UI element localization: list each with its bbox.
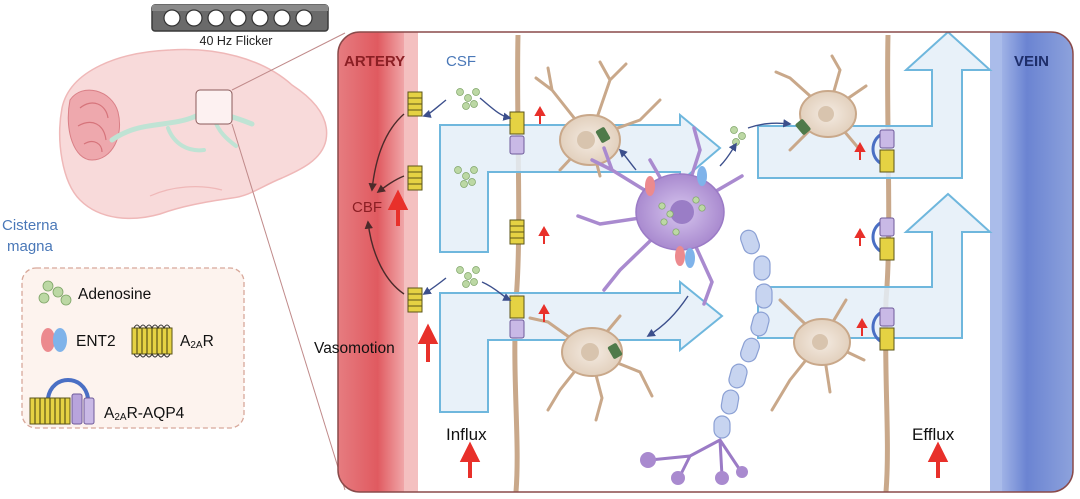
- neuron-right-top: [774, 54, 868, 152]
- legend-box: [21, 267, 245, 429]
- legend-adenosine-label: Adenosine: [78, 286, 151, 303]
- legend-a2ar-label: A2AR: [180, 333, 214, 351]
- ent2-transporter-lower: [675, 246, 695, 268]
- influx-label: Influx: [446, 425, 487, 444]
- artery-label: ARTERY: [344, 53, 405, 70]
- a2ar-aqp4-right-mid: [871, 217, 895, 261]
- vein-label: VEIN: [1014, 53, 1049, 70]
- a2ar-aqp4-left-top: [509, 111, 525, 155]
- a2ar-left-mid: [509, 219, 525, 245]
- cbf-label: CBF: [352, 199, 382, 216]
- main-panel: [338, 32, 1073, 492]
- neuron-right-bottom: [770, 298, 866, 412]
- neuron-bottom: [528, 314, 654, 422]
- a2ar-artery-low: [407, 287, 423, 313]
- vasomotion-up-arrow: [417, 323, 439, 362]
- csf-label: CSF: [446, 53, 476, 70]
- panel-border: [337, 31, 1074, 493]
- cisterna-label-line2: magna: [7, 238, 54, 255]
- mouse-brain: [59, 48, 328, 220]
- a2ar-artery-mid: [407, 165, 423, 191]
- influx-up-arrow: [459, 441, 481, 478]
- vasomotion-label: Vasomotion: [314, 340, 395, 357]
- vein-wall: [1002, 32, 1073, 492]
- adenosine-icon: [38, 280, 72, 306]
- a2ar-icon: [131, 324, 173, 358]
- neuron-top: [534, 60, 662, 178]
- efflux-label: Efflux: [912, 425, 955, 444]
- artery-wall: [338, 32, 404, 492]
- small-up-arrows: [534, 105, 868, 336]
- adenosine-clusters: [454, 88, 746, 288]
- ent2-transporter-upper: [645, 166, 707, 196]
- a2ar-aqp4-right-top: [871, 129, 895, 173]
- a2ar-aqp4-icon: [29, 378, 95, 425]
- ent2-icon: [41, 328, 67, 352]
- zoom-region: [195, 89, 233, 125]
- cbf-up-arrow: [387, 189, 409, 226]
- efflux-up-arrow: [927, 441, 949, 478]
- legend-ent2-label: ENT2: [76, 333, 116, 350]
- a2ar-artery-top: [407, 91, 423, 117]
- a2ar-aqp4-right-low: [871, 307, 895, 351]
- cisterna-label-line1: Cisterna: [2, 217, 59, 234]
- legend-a2ar-aqp4-label: A2AR-AQP4: [104, 405, 185, 423]
- flicker-device: [151, 4, 329, 32]
- flicker-label: 40 Hz Flicker: [200, 34, 273, 48]
- central-purple-cell: [576, 126, 773, 485]
- a2ar-aqp4-left-low: [509, 295, 525, 339]
